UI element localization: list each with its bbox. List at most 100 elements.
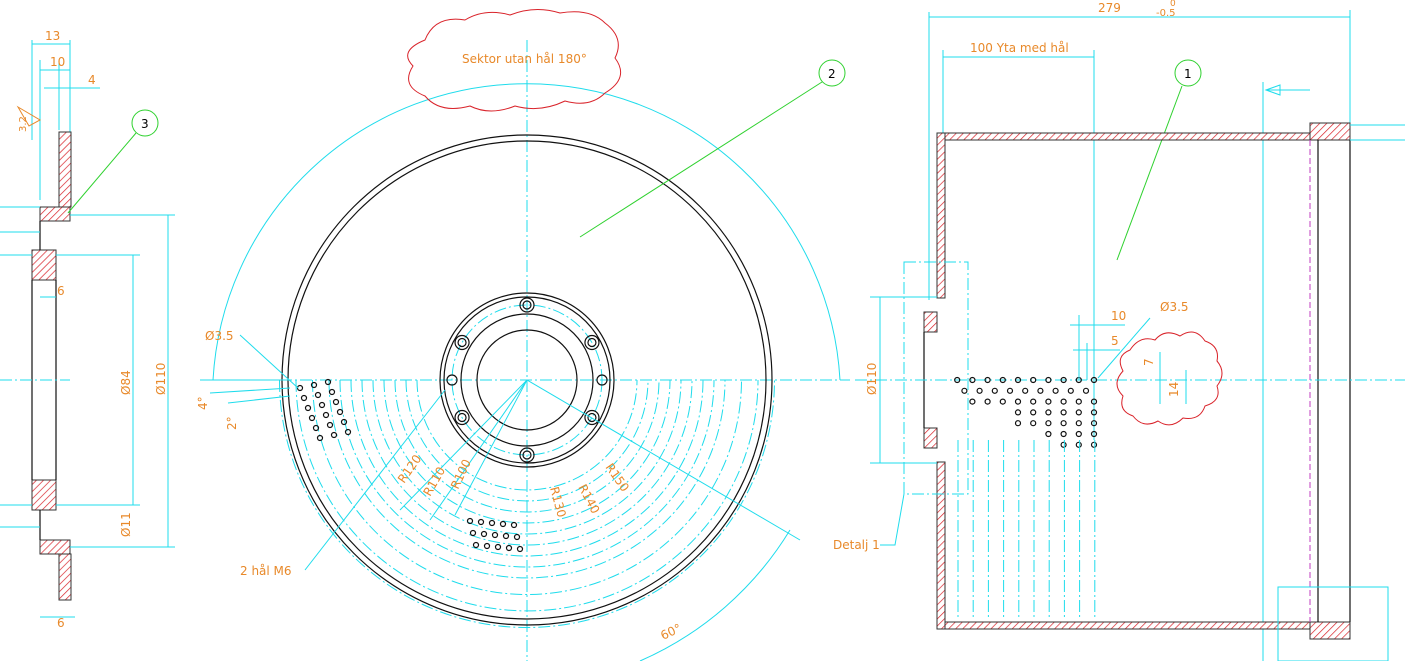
- perforation-hole: [505, 544, 513, 552]
- front-view: Sektor utan hål 180° 2 Ø3.5 4° 2° 2 hål …: [196, 9, 850, 661]
- svg-text:2: 2: [828, 67, 836, 81]
- perforation-hole: [969, 376, 976, 384]
- perforation-hole: [488, 519, 496, 527]
- bolt-hole-inner: [522, 450, 532, 460]
- bolt-hole: [519, 447, 535, 463]
- perforation-hole: [480, 530, 488, 538]
- dim-d84: Ø84: [119, 370, 133, 395]
- perforation-hole: [510, 521, 518, 529]
- perforation-hole: [1014, 398, 1022, 405]
- pitch-circle-arc: [279, 379, 775, 628]
- perforation-hole: [472, 541, 480, 549]
- perforation-hole: [469, 529, 477, 537]
- perforation-hole: [326, 421, 334, 429]
- perforation-hole: [314, 391, 322, 399]
- balloon-1: 1: [1116, 59, 1202, 261]
- perforation-hole: [1090, 398, 1098, 405]
- perforation-hole: [999, 398, 1006, 405]
- perforation-hole: [1045, 409, 1052, 416]
- perforation-hole: [516, 545, 524, 553]
- bolt-hole: [454, 334, 470, 351]
- balloon-2: 2: [579, 59, 846, 238]
- svg-text:3: 3: [141, 117, 149, 131]
- perforation-hole: [316, 434, 324, 442]
- bolt-hole-inner: [457, 337, 467, 348]
- perforation-hole: [1045, 430, 1052, 438]
- pitch-10: 10: [1111, 309, 1126, 323]
- perforation-hole: [1075, 398, 1082, 405]
- bolt-hole: [446, 374, 458, 386]
- angle-60: 60°: [658, 621, 683, 643]
- radius-r120: R120: [395, 452, 424, 486]
- angle-4: 4°: [196, 396, 210, 410]
- bolt-hole-inner: [522, 300, 532, 310]
- pitch-5: 5: [1111, 334, 1119, 348]
- perforation-hole: [969, 398, 976, 405]
- perforation-hole: [466, 517, 474, 525]
- perforation-hole: [312, 424, 320, 432]
- dim-d11: Ø11: [119, 512, 133, 537]
- perforation-hole: [502, 532, 510, 540]
- pitch-circle-arc: [372, 379, 682, 535]
- dim-6-top: 6: [57, 284, 65, 298]
- perforation-hole: [1075, 420, 1082, 427]
- pitch-circle-arc: [394, 379, 660, 513]
- perforation-hole: [1014, 409, 1022, 416]
- tolerance-upper: 0: [1170, 0, 1176, 9]
- perforation-hole: [1006, 387, 1014, 394]
- perforation-hole: [1014, 376, 1022, 384]
- perforation-hole: [304, 404, 312, 412]
- perforation-hole: [308, 414, 316, 422]
- perforation-hole: [1022, 387, 1029, 394]
- perforation-hole: [999, 376, 1006, 384]
- perforation-hole: [1030, 420, 1037, 427]
- overall-length: 279: [1098, 1, 1121, 15]
- pitch-14: 14: [1167, 382, 1181, 397]
- pitch-circle-arc: [350, 379, 704, 557]
- perforation-hole: [1075, 430, 1082, 438]
- perforation-hole: [954, 376, 961, 384]
- perforation-hole: [1090, 441, 1098, 448]
- perforation-hole: [332, 398, 340, 406]
- dim-6-bottom: 6: [57, 616, 65, 630]
- hole-dia-side: Ø3.5: [1160, 300, 1189, 314]
- angle-2: 2°: [225, 416, 239, 430]
- pitch-7: 7: [1142, 358, 1156, 366]
- perforation-hole: [1030, 398, 1037, 405]
- perforation-hole: [1060, 441, 1067, 448]
- perforation-hole: [1045, 398, 1052, 405]
- perforation-hole: [1060, 430, 1067, 438]
- perforation-hole: [1082, 387, 1090, 394]
- svg-text:3.2: 3.2: [18, 116, 29, 132]
- dim-10: 10: [50, 55, 65, 69]
- perforation-hole: [328, 388, 336, 396]
- perforation-hole: [976, 387, 983, 394]
- perforation-hole: [1075, 441, 1082, 448]
- dim-4: 4: [88, 73, 96, 87]
- perforation-hole: [318, 401, 326, 409]
- perforation-hole: [984, 376, 991, 384]
- bolt-hole: [454, 409, 470, 426]
- perforation-hole: [1090, 409, 1098, 416]
- surface-roughness-symbol: 3.2: [16, 105, 42, 132]
- perforation-hole: [330, 431, 338, 439]
- bolt-hole-inner: [587, 412, 597, 423]
- side-section-view: 279 0 -0.5 100 Yta med hål 1: [833, 0, 1405, 661]
- radius-r140: R140: [575, 482, 602, 516]
- perforation-hole: [494, 543, 502, 551]
- perforation-hole: [1030, 376, 1037, 384]
- perforation-hole: [961, 387, 968, 394]
- perforation-hole: [336, 408, 344, 416]
- detail-cloud: 7 14: [1116, 331, 1223, 426]
- perforation-hole: [499, 520, 507, 528]
- pitch-circle-arc: [339, 379, 715, 568]
- perforation-hole: [310, 381, 318, 389]
- perforation-hole: [324, 378, 332, 386]
- perforation-hole: [1060, 409, 1067, 416]
- perforation-hole: [1052, 387, 1059, 394]
- perforation-hole: [1090, 430, 1098, 438]
- pitch-circle-arc: [328, 379, 726, 579]
- pitch-circle-arc: [416, 379, 638, 491]
- sector-note-cloud: Sektor utan hål 180°: [407, 9, 622, 112]
